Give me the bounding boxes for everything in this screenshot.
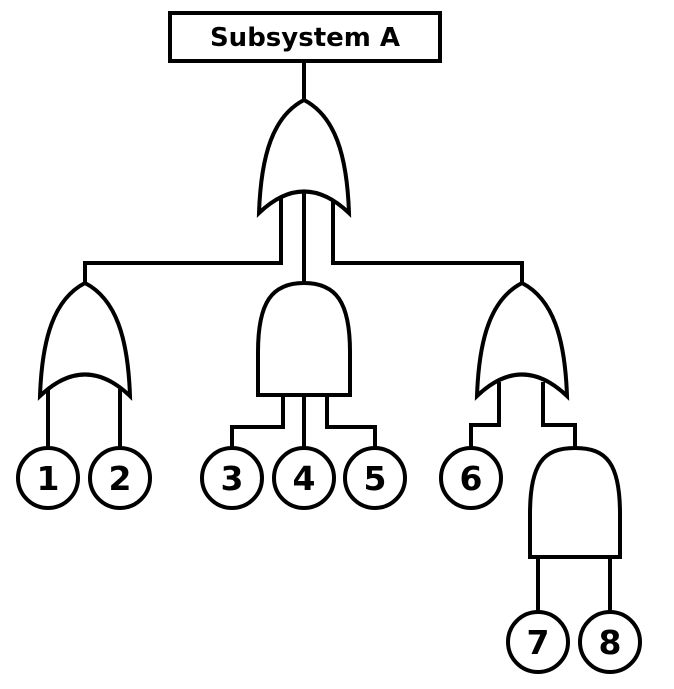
connector-middlegate-to-event-5 [325, 394, 377, 447]
basic-event-circle [506, 610, 570, 674]
connector-rightgate-to-lower-and-gate [541, 382, 577, 449]
basic-event-label: 5 [364, 459, 387, 498]
basic-event-circle [343, 446, 407, 510]
basic-event-7: 7 [506, 610, 570, 674]
or-gate-right [474, 280, 570, 401]
connector-middlegate-to-event-3 [230, 394, 285, 447]
basic-event-label: 8 [599, 623, 622, 662]
connector-topgate-to-right-gate [331, 197, 524, 284]
basic-event-label: 6 [460, 459, 483, 498]
basic-event-label: 2 [109, 459, 132, 498]
connector-topgate-to-left-gate [83, 197, 283, 284]
connector-rightgate-to-event-6 [469, 382, 501, 447]
basic-event-circle [578, 610, 642, 674]
basic-event-label: 1 [37, 459, 60, 498]
basic-event-circle [272, 446, 336, 510]
basic-event-6: 6 [439, 446, 503, 510]
basic-event-2: 2 [88, 446, 152, 510]
basic-event-5: 5 [343, 446, 407, 510]
basic-event-8: 8 [578, 610, 642, 674]
and-gate-middle [256, 280, 352, 397]
basic-event-circle [88, 446, 152, 510]
basic-event-circle [200, 446, 264, 510]
connector-lines [46, 61, 612, 612]
basic-event-3: 3 [200, 446, 264, 510]
basic-event-label: 3 [221, 459, 244, 498]
basic-event-label: 4 [293, 459, 316, 498]
basic-event-4: 4 [272, 446, 336, 510]
basic-event-label: 7 [527, 623, 550, 662]
basic-event-1: 1 [16, 446, 80, 510]
and-gate-right-lower [528, 445, 622, 559]
top-event-label: Subsystem A [210, 23, 400, 53]
or-gate-top [256, 97, 352, 218]
top-event: Subsystem A [168, 11, 442, 63]
or-gate-left [37, 280, 133, 401]
basic-event-circle [439, 446, 503, 510]
top-event-box [168, 11, 442, 63]
basic-event-circle [16, 446, 80, 510]
